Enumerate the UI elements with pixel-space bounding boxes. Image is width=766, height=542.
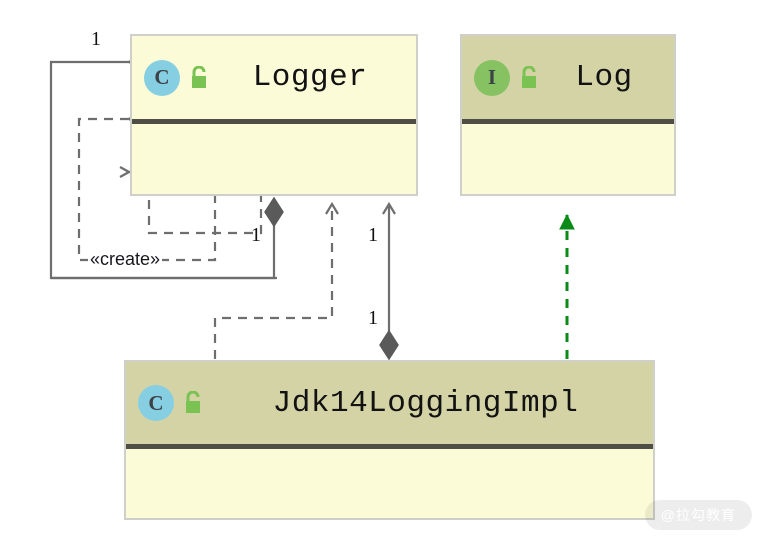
unlock-icon [188,65,210,90]
class-stereotype-badge: C [144,59,180,96]
class-name-logger: Logger [252,60,368,95]
edge-dependency-impl-to-logger [213,201,339,359]
interface-stereotype-badge: I [474,59,510,96]
class-name-jdk14loggingimpl: Jdk14LoggingImpl [272,385,579,421]
class-stereotype-badge: C [138,385,174,421]
edge-aggregation-impl-to-logger [51,196,284,280]
class-box-log[interactable]: I Log [460,34,676,196]
watermark: @拉勾教育 [644,500,752,530]
class-body-logger [132,124,416,193]
edge-composition-impl-to-logger [379,201,399,361]
class-box-logger[interactable]: C Logger [130,34,418,196]
multiplicity-label-composition-top: 1 [368,224,378,246]
class-header-jdk14loggingimpl: C Jdk14LoggingImpl [126,362,653,449]
class-header-logger: C Logger [132,36,416,124]
multiplicity-label-logger-left: 1 [91,28,101,50]
class-box-jdk14loggingimpl[interactable]: C Jdk14LoggingImpl [124,360,655,520]
unlock-icon [518,65,540,90]
aggregation-diamond [264,196,284,228]
class-body-jdk14loggingimpl [126,449,653,517]
class-name-log: Log [575,60,633,95]
composition-diamond [379,329,399,361]
class-header-log: I Log [462,36,674,124]
class-body-log [462,124,674,193]
multiplicity-label-aggregation: 1 [251,224,261,246]
stereotype-label-create: «create» [88,249,163,270]
multiplicity-label-composition-bottom: 1 [368,307,378,329]
unlock-icon [182,390,204,415]
